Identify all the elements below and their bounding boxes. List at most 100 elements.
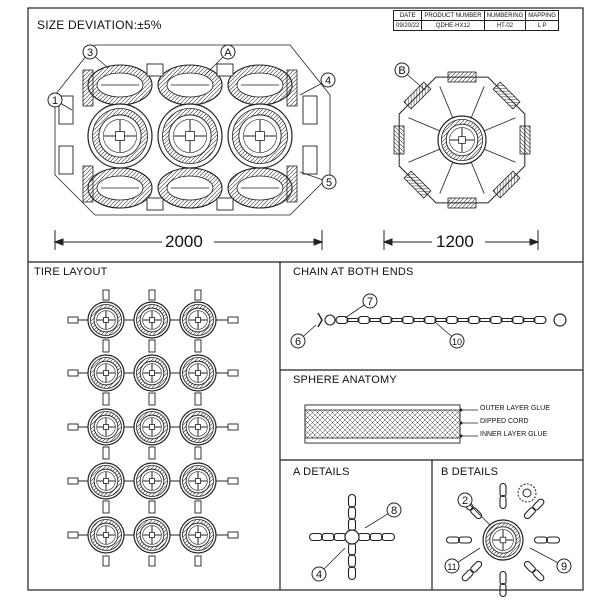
chain-link	[445, 315, 459, 325]
end-chain-block	[302, 145, 318, 175]
callout-circle	[444, 558, 460, 574]
layout-tire	[133, 301, 171, 339]
callout-circle	[394, 62, 410, 78]
callout-9: 9	[529, 547, 572, 574]
connector-block	[146, 197, 164, 211]
a-horizontal-link	[308, 532, 324, 542]
b-spoke-link	[533, 536, 549, 544]
layout-tire	[87, 462, 125, 500]
chain-link	[412, 317, 426, 323]
a-vertical-link	[347, 493, 357, 509]
chain-link	[489, 315, 503, 325]
corner-tire	[82, 165, 94, 203]
spoke-chain	[439, 86, 454, 120]
row-end-block	[67, 316, 79, 324]
layout-tire	[87, 516, 125, 554]
layout-tire	[87, 408, 125, 446]
column-end-block	[194, 555, 202, 567]
callout-number: B	[398, 65, 405, 77]
column-end-block	[102, 289, 110, 301]
callout-number: 6	[295, 336, 301, 348]
column-link	[194, 500, 202, 514]
callout-number: 8	[391, 505, 397, 517]
row-end-block	[227, 369, 239, 377]
size-deviation-note: SIZE DEVIATION:±5%	[37, 18, 162, 32]
a-vertical-link	[347, 565, 357, 581]
row-end-block	[227, 316, 239, 324]
corner-tire	[286, 69, 298, 107]
callout-circle	[556, 558, 572, 574]
callout-4: 4	[299, 72, 336, 96]
spoke-chain	[408, 117, 442, 132]
callout-circle	[449, 333, 465, 349]
corner-tire	[82, 69, 94, 107]
callout-number: 1	[52, 95, 58, 107]
layer-label-outer: OUTER LAYER GLUE	[480, 405, 550, 412]
chain-link	[368, 317, 382, 323]
callout-2: 2	[457, 492, 491, 526]
swivel-ring	[324, 314, 336, 326]
a-horizontal-link	[320, 532, 336, 542]
column-end-block	[194, 289, 202, 301]
chain-link	[423, 315, 437, 325]
fender-side-view	[54, 44, 331, 216]
callout-circle	[362, 293, 378, 309]
chain-link	[500, 317, 514, 323]
table-value-date: 09/20/22	[392, 20, 423, 31]
column-end-block	[102, 555, 110, 567]
end-chain-block	[58, 145, 74, 175]
tire-layout-grid	[67, 289, 239, 567]
b-spoke-link	[461, 569, 474, 582]
dimension-lines	[53, 230, 540, 250]
layout-tire	[133, 354, 171, 392]
chain-link	[478, 317, 492, 323]
layout-tire	[179, 301, 217, 339]
layout-tire	[87, 301, 125, 339]
column-link	[194, 392, 202, 406]
layout-tire	[87, 354, 125, 392]
callout-circle	[386, 502, 402, 518]
callout-number: 4	[325, 75, 331, 87]
table-header-mapping: MAPPING	[525, 10, 559, 21]
column-link	[148, 392, 156, 406]
b-spoke-link	[470, 507, 483, 520]
connector-block	[216, 197, 234, 211]
end-chain-block	[58, 95, 74, 125]
b-spoke-link	[499, 482, 507, 498]
callout-circle	[290, 333, 306, 349]
table-header-date: DATE	[392, 10, 423, 21]
column-end-block	[148, 555, 156, 567]
chain-link	[522, 317, 536, 323]
column-link	[148, 500, 156, 514]
callout-circle	[320, 72, 336, 88]
b-spoke-link	[523, 560, 536, 573]
sphere-anatomy-drawing	[304, 404, 478, 444]
center-tire	[227, 103, 293, 169]
column-link	[148, 339, 156, 353]
callout-6: 6	[290, 324, 317, 349]
layout-tire	[179, 408, 217, 446]
callout-circle	[47, 92, 63, 108]
diameter-dimension: 1200	[436, 232, 474, 251]
length-dimension: 2000	[165, 232, 203, 251]
callout-number: 11	[447, 562, 456, 572]
row-end-block	[67, 531, 79, 539]
end-chain-block	[302, 95, 318, 125]
callout-b: B	[394, 62, 426, 91]
a-vertical-link	[347, 553, 357, 569]
chain-link	[379, 315, 393, 325]
end-center-tire	[437, 115, 487, 165]
chain-both-ends-title: CHAIN AT BOTH ENDS	[293, 266, 414, 278]
callout-circle	[220, 44, 236, 60]
row-end-block	[227, 423, 239, 431]
b-spoke-link	[457, 536, 473, 544]
callout-a: A	[204, 44, 236, 76]
callout-number: 4	[316, 569, 322, 581]
a-details-drawing	[308, 493, 396, 581]
callout-7: 7	[344, 293, 378, 319]
callout-10: 10	[434, 321, 465, 349]
a-vertical-link	[347, 505, 357, 521]
column-link	[194, 446, 202, 460]
